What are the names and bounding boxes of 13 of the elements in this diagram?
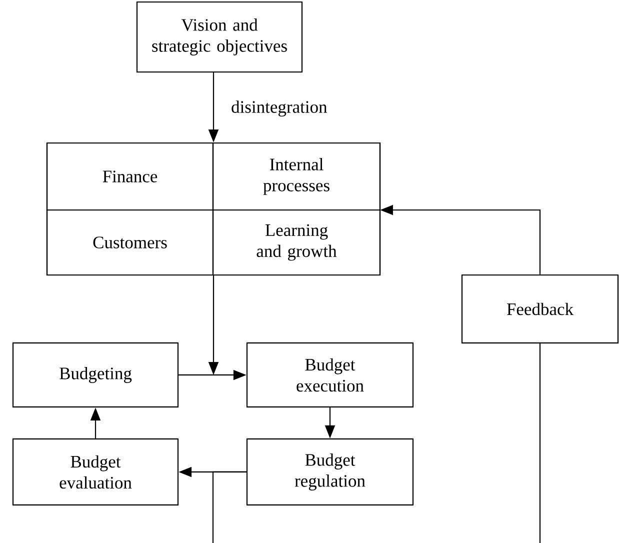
connector-line (212, 471, 246, 543)
perspective-cell: Internal processes (212, 142, 381, 211)
process-box: Budgeting (12, 342, 179, 408)
process-box: Budget evaluation (12, 438, 179, 506)
process-box: Budget execution (246, 342, 414, 408)
perspective-cell: Customers (46, 209, 214, 276)
edge-label: disintegration (230, 100, 328, 118)
connector-line (539, 344, 541, 543)
perspective-cell: Finance (46, 142, 214, 211)
perspective-cell: Learning and growth (212, 209, 381, 276)
process-box: Budget regulation (246, 438, 414, 506)
process-box: Feedback (461, 274, 619, 344)
process-box: Vision and strategic objectives (136, 1, 303, 73)
